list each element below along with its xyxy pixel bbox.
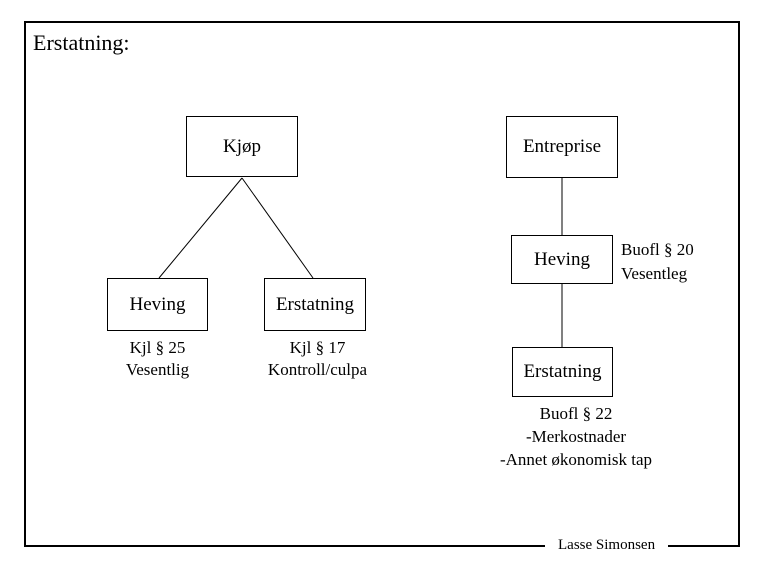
page-title: Erstatning: [33, 30, 130, 55]
node-entreprise: Entreprise [506, 116, 618, 178]
note-line: Kontroll/culpa [267, 360, 368, 379]
note-buofl-22: Buofl § 22 -Merkostnader -Annet økonomis… [470, 402, 682, 471]
slide-border [24, 21, 740, 547]
note-kjl-17: Kjl § 17 Kontroll/culpa [240, 337, 395, 381]
note-line: Buofl § 22 [539, 404, 613, 423]
note-line: Kjl § 25 [129, 338, 186, 357]
note-line: Buofl § 20 [621, 240, 694, 259]
node-heving-entreprise: Heving [511, 235, 613, 284]
note-line: -Merkostnader [525, 427, 627, 446]
note-buofl-20: Buofl § 20 Vesentleg [621, 238, 694, 286]
note-line: Vesentleg [621, 264, 688, 283]
node-erstatning-entreprise: Erstatning [512, 347, 613, 397]
note-line: Kjl § 17 [289, 338, 346, 357]
note-line: -Annet økonomisk tap [499, 450, 653, 469]
note-line: Vesentlig [125, 360, 190, 379]
node-erstatning-kjop: Erstatning [264, 278, 366, 331]
node-kjop: Kjøp [186, 116, 298, 177]
author-label: Lasse Simonsen [545, 535, 669, 555]
node-heving-kjop: Heving [107, 278, 208, 331]
note-kjl-25: Kjl § 25 Vesentlig [87, 337, 228, 381]
